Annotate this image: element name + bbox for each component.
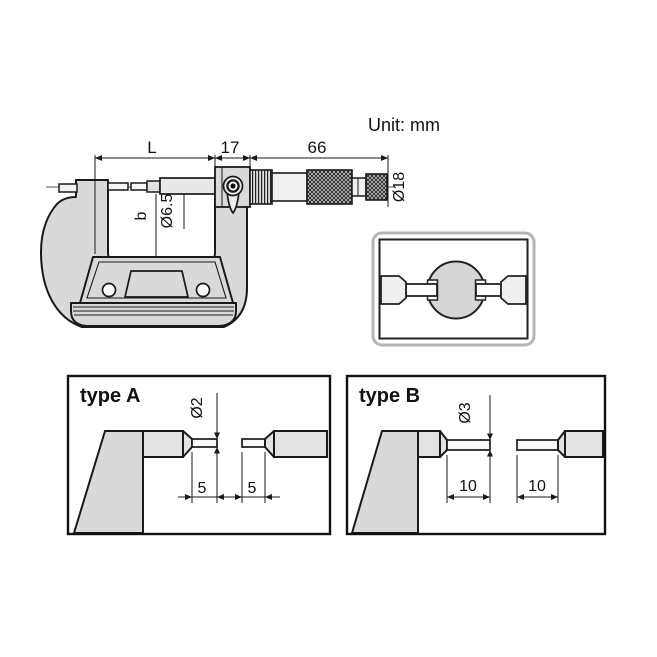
dim-label-17: 17 (221, 138, 240, 157)
unit-label: Unit: mm (368, 115, 440, 135)
dim-label-dia6-5: Ø6.5 (159, 194, 176, 229)
type-a-len-right-label: 5 (248, 480, 257, 497)
main-micrometer-view: L 17 66 Ø18 b Ø6.5 Unit: mm (40, 115, 440, 328)
type-a-pin-left (191, 438, 218, 448)
type-a-spindle-taper (264, 430, 275, 458)
spindle (159, 177, 216, 195)
type-a-dia-label: Ø2 (189, 397, 206, 418)
base-keystone (124, 270, 189, 298)
type-a-pin-right (241, 438, 266, 448)
main-dimensions: L 17 66 Ø18 b Ø6.5 (94, 138, 408, 257)
type-b-spindle-body (564, 430, 604, 458)
lock-lever-tail (226, 190, 240, 215)
type-a-border (66, 374, 332, 536)
inset-pin-right (475, 283, 502, 297)
type-b-panel: Ø3 10 10 type B (345, 374, 607, 536)
type-a-dimensions: Ø2 5 5 (178, 393, 280, 503)
dim-label-dia18: Ø18 (391, 172, 408, 202)
type-a-anvil-taper (182, 430, 193, 458)
lock-lever-dot (230, 183, 236, 189)
type-a-anvil-body (142, 430, 184, 458)
type-b-len-right-label: 10 (528, 478, 546, 495)
type-b-anvil-body (417, 430, 441, 458)
dim-label-b: b (133, 211, 150, 220)
ratchet-shaft (351, 177, 367, 197)
dim-label-L: L (147, 138, 156, 157)
type-b-border (345, 374, 607, 536)
type-b-frame-corner (351, 430, 419, 534)
type-b-len-left-label: 10 (459, 478, 477, 495)
type-b-title: type B (359, 385, 420, 407)
spindle-collar (146, 180, 161, 193)
anvil-end-tab (58, 183, 78, 193)
type-b-dia-label: Ø3 (457, 402, 474, 423)
spindle-pin (130, 182, 148, 191)
application-inset (371, 231, 536, 347)
type-b-dimensions: Ø3 10 10 (446, 395, 559, 503)
type-a-title: type A (80, 385, 140, 407)
type-b-anvil-taper (439, 430, 448, 458)
inset-jaw-left (380, 275, 407, 305)
sleeve-knurl (249, 169, 273, 205)
base-hole-left (101, 282, 117, 298)
anvil-pin (107, 182, 129, 191)
type-b-pin-left (446, 439, 491, 451)
thimble-knurl (306, 169, 353, 205)
base-plate-inner-line (86, 261, 227, 299)
dim-label-66: 66 (308, 138, 327, 157)
inset-pin-left (405, 283, 438, 297)
inset-jaw-right (500, 275, 527, 305)
type-a-spindle-body (273, 430, 328, 458)
type-a-len-left-label: 5 (198, 480, 207, 497)
type-a-panel: Ø2 5 5 type A (66, 374, 332, 536)
type-b-spindle-taper (557, 430, 566, 458)
ratchet-stop (365, 173, 388, 201)
type-b-pin-right (516, 439, 559, 451)
sleeve-barrel (271, 172, 308, 202)
type-a-frame-corner (73, 430, 144, 534)
base-hole-right (195, 282, 211, 298)
